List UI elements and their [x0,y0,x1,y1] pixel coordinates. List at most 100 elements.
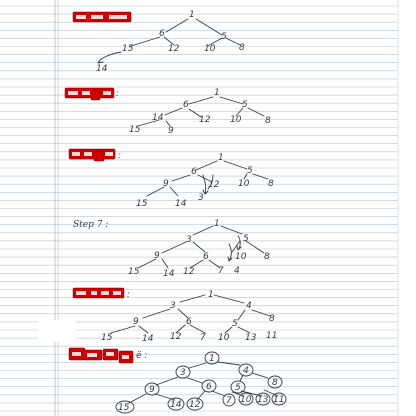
heap-node: 9 [133,317,139,327]
heap-node: 12 [208,180,220,190]
redaction-box [72,287,125,299]
heap-node: 6 [203,252,209,262]
heap-node: 4 [243,366,249,376]
heap-node: 9 [163,179,169,189]
heap-node: 12 [183,267,195,277]
heap-node: 15 [122,44,134,54]
redaction-mark [91,291,97,295]
heap-node: 14 [152,113,164,123]
heap-node: 13 [257,395,269,405]
heap-node: 14 [96,64,108,74]
heap-node: 12 [199,115,211,125]
heap-node: 9 [168,126,174,136]
step-6-heap: ë : 1 3 4 9 6 5 8 15 14 12 7 10 13 [68,347,287,414]
heap-node: 12 [168,44,180,54]
step-6-label-redacted [68,347,134,364]
step-5-label-redacted [72,287,125,299]
heap-node: 3 [186,235,192,245]
heap-node: 8 [239,43,245,53]
step-3-label-redacted [68,148,116,162]
tree-edges [130,18,241,47]
heap-node: 7 [226,396,232,406]
tree-edges [110,294,271,334]
swap-arrows [202,174,214,195]
redaction-mark [109,15,127,19]
heap-node: 8 [269,314,275,324]
redaction-mark [76,15,86,19]
heap-node: 1 [218,153,224,163]
tree-edges [137,96,265,127]
redaction-mark [68,91,78,95]
redaction-mark [122,355,129,359]
heap-node: 8 [265,116,271,126]
redaction-mark [113,291,121,295]
heap-node: 5 [235,383,241,393]
redaction-mark [106,352,114,356]
node-circles [115,351,287,414]
heap-node: 14 [163,269,175,279]
tree-edges [137,225,265,269]
heap-node: 10 [235,252,247,262]
heap-node: 3 [170,301,176,311]
heap-node: 5 [232,319,238,329]
heap-node: 15 [129,125,141,135]
heap-node: 8 [268,179,274,189]
redaction-mark [72,152,80,156]
step-3-heap: : 1 6 5 9 12 10 8 15 14 3 [68,148,274,209]
heap-node: 7 [200,333,206,343]
redaction-box [90,89,101,101]
redaction-mark [82,91,90,95]
heap-node: 7 [218,266,224,276]
heap-node: 6 [206,382,212,392]
step-5-heap: : 1 3 4 9 6 5 8 15 14 12 7 10 13 11 [72,287,277,344]
heap-node: 11 [266,331,277,341]
heap-node: 5 [247,166,253,176]
node-circle [222,393,236,407]
heap-node: 1 [209,354,215,364]
heap-node: 9 [149,385,155,395]
tree-edges [128,361,279,404]
heap-node: 1 [189,10,195,20]
heap-node: 12 [189,400,201,410]
heap-node: 5 [243,234,249,244]
redaction-mark [91,15,103,19]
node-circle [271,392,287,406]
ruled-lines [0,5,398,412]
heap-node: 5 [221,32,227,42]
heap-node: 6 [183,100,189,110]
swap-arrow [97,51,122,64]
label-mark: ë : [136,351,147,361]
label-colon: : [116,89,119,99]
redaction-mark [105,152,113,156]
node-circle [204,351,220,365]
heap-node: 14 [170,400,182,410]
heap-node: 6 [191,167,197,177]
node-circle [186,397,204,411]
heap-node: 1 [214,219,220,229]
node-circle [238,392,254,406]
node-circle [230,380,246,394]
heap-node: 1 [208,290,214,300]
redaction-mark [84,152,92,156]
heap-node: 10 [238,179,250,189]
swap-arrows [227,235,242,262]
node-circle [238,363,254,377]
heap-node: 8 [272,378,278,388]
heap-node: 3 [180,368,186,378]
node-circle [267,375,283,389]
redaction-mark [72,352,81,356]
heap-node: 10 [204,44,216,54]
redaction-mark [76,291,86,295]
heap-node: 4 [246,301,252,311]
heap-node: 3 [198,193,204,203]
redaction-mark [87,353,97,357]
heap-node: 15 [136,199,148,209]
node-circle [167,397,185,411]
step-2-label-redacted [64,87,115,101]
heap-node: 14 [175,199,187,209]
step-1-heap: 1 6 5 15 12 10 8 14 [72,10,245,74]
node-circle [255,392,271,406]
